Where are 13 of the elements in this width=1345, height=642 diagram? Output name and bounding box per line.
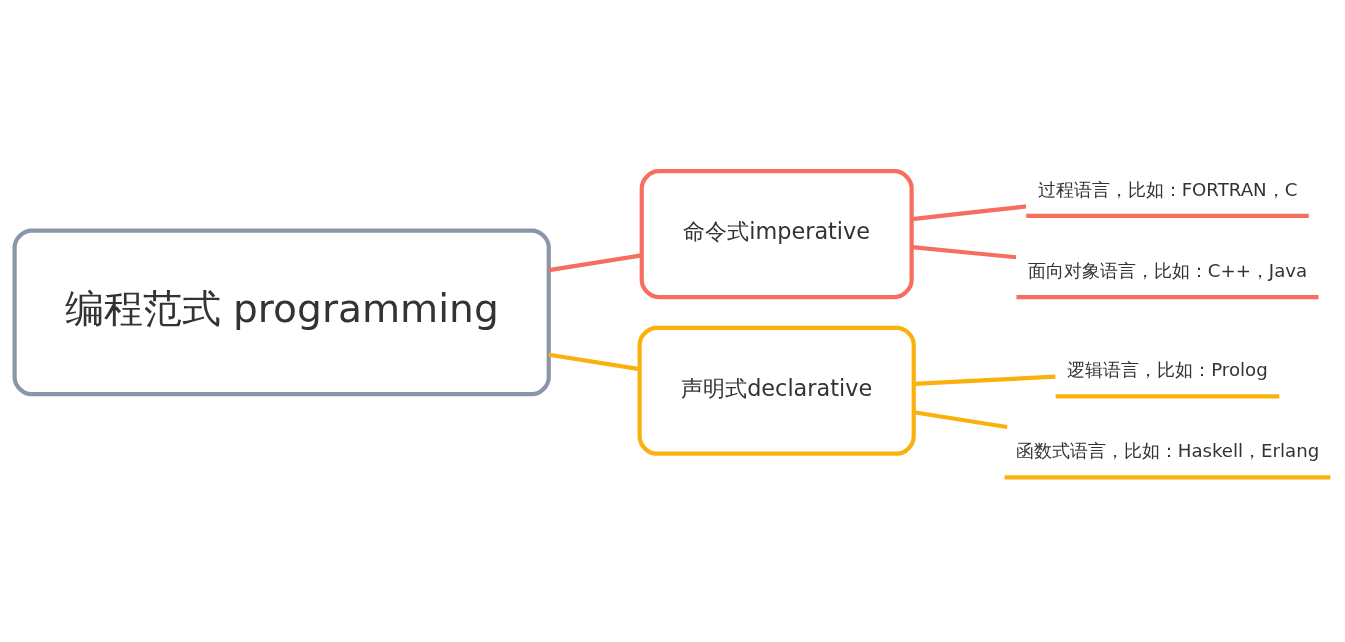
connector (911, 244, 1017, 259)
connector (913, 374, 1056, 386)
connector (911, 203, 1027, 221)
connector (913, 409, 1008, 429)
node-box: 命令式imperative (639, 168, 914, 299)
node-box: 声明式declarative (637, 325, 916, 456)
node-text: 逻辑语言，比如：Prolog (1067, 358, 1268, 380)
connector (548, 252, 642, 272)
node-text: 函数式语言，比如：Haskell，Erlang (1015, 439, 1320, 461)
connector (548, 352, 640, 371)
node-text: 过程语言，比如：FORTRAN，C (1037, 178, 1298, 200)
node-text: 面向对象语言，比如：C++，Java (1027, 259, 1308, 281)
node-box: 编程范式 programming (12, 228, 551, 396)
